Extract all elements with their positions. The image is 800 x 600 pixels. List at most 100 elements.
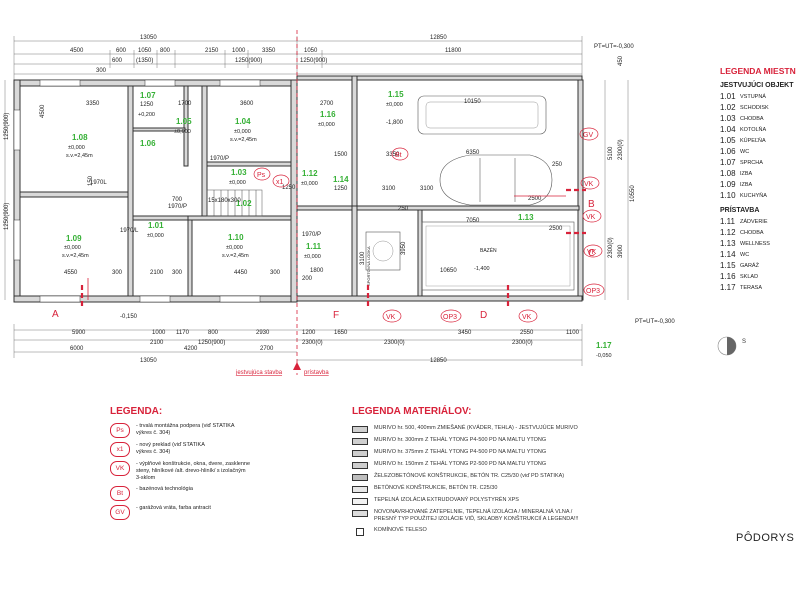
legend-item: GV- garážová vráta, farba antracit: [110, 505, 330, 520]
svg-text:1970/L: 1970/L: [120, 228, 139, 234]
room-1-09-num: 1.09: [66, 234, 82, 243]
sheet-title: PÔDORYS: [736, 532, 795, 544]
svg-text:3100: 3100: [420, 186, 434, 192]
top-dimension-lines: [13, 36, 583, 80]
material-item: MURIVO hr. 375mm Z TEHÁL YTONG P4-500 PD…: [352, 449, 652, 457]
legend-item: VK- výplňové konštrukcie, okna, dvere, z…: [110, 461, 330, 482]
dim-left-1: 1250(900): [4, 203, 10, 230]
room-legend-existing-title: JESTVUJÚCI OBJEKT: [720, 82, 794, 89]
svg-text:2300(0): 2300(0): [618, 139, 624, 160]
boat-shape: [417, 95, 547, 135]
svg-text:300: 300: [112, 270, 123, 276]
marker-gv: GV: [583, 132, 593, 139]
svg-text:1970/P: 1970/P: [302, 232, 321, 238]
svg-text:1200: 1200: [302, 330, 316, 336]
room-1-01-num: 1.01: [148, 221, 164, 230]
svg-text:12850: 12850: [430, 358, 447, 364]
room-1-10-num: 1.10: [228, 233, 244, 242]
svg-text:3100: 3100: [360, 251, 366, 265]
material-swatch: [352, 438, 368, 445]
boundary-arrow: [293, 362, 301, 370]
svg-text:1100: 1100: [566, 330, 580, 336]
svg-text:1250: 1250: [334, 186, 348, 192]
svg-text:2300(0): 2300(0): [302, 340, 323, 346]
marker-x1: x1: [276, 179, 284, 186]
legend-symbol: GV: [110, 505, 130, 520]
room-1-08-area: ±0,000: [68, 145, 85, 151]
svg-text:10650: 10650: [440, 268, 457, 274]
material-item: MURIVO hr. 500, 400mm ZMIEŠANÉ (KVÁDER, …: [352, 425, 652, 433]
whirlpool-shape: [365, 231, 401, 271]
svg-text:5900: 5900: [72, 330, 86, 336]
garage-outline: [356, 79, 579, 207]
svg-text:2700: 2700: [320, 101, 334, 107]
dim-top-r2-0: 4500: [70, 48, 84, 54]
svg-text:800: 800: [208, 330, 219, 336]
marker-vk-3: VK: [386, 314, 396, 321]
bottom-dimension-lines: [13, 324, 583, 366]
svg-text:2300(0): 2300(0): [384, 340, 405, 346]
dim-top-r2-6: 3350: [262, 48, 276, 54]
svg-text:3450: 3450: [458, 330, 472, 336]
material-swatch: [352, 498, 368, 505]
section-letter-f: F: [333, 310, 339, 321]
existing-windows: [13, 79, 261, 303]
dim-top-r2-7: 1050: [304, 48, 318, 54]
existing-building-walls: [13, 79, 298, 303]
svg-text:1970/P: 1970/P: [210, 156, 229, 162]
room-1-16-area: ±0,000: [318, 122, 335, 128]
material-item: NOVONAVRHOVANÉ ZATEPELNIE, TEPELNÁ IZOLÁ…: [352, 509, 652, 523]
legend-item: Ps- trvalá montážna podpera (viď STATIKA…: [110, 423, 330, 438]
svg-text:1700: 1700: [178, 101, 192, 107]
material-swatch: [352, 474, 368, 481]
room-1-02-num: 1.02: [236, 199, 252, 208]
marker-op3-1: OP3: [443, 314, 457, 321]
legend-item: x1- nový preklad (viď STATIKA výkres č. …: [110, 442, 330, 457]
room-1-10-area: ±0,000: [226, 245, 243, 251]
svg-text:2550: 2550: [520, 330, 534, 336]
svg-text:3950: 3950: [401, 241, 407, 255]
svg-text:PT=UT=-0,300: PT=UT=-0,300: [635, 319, 675, 325]
svg-text:1800: 1800: [310, 268, 324, 274]
legend-item: Bt- bazénová technológia: [110, 486, 330, 501]
room-1-09-extra: s.v.=2,45m: [62, 253, 89, 259]
svg-text:1250: 1250: [140, 102, 154, 108]
room-1-15-num: 1.15: [388, 90, 404, 99]
material-item: BETÓNOVÉ KONŠTRUKCIE, BETÓN TR. C25/30: [352, 485, 652, 493]
dim-top-r2-5: 1000: [232, 48, 246, 54]
room-1-01-area: ±0,000: [147, 233, 164, 239]
dim-top-r2s-0: 600: [112, 58, 123, 64]
material-swatch: [352, 450, 368, 457]
material-item: ŽELEZOBETÓNOVÉ KONŠTRUKCIE, BETÓN TR. C2…: [352, 473, 652, 481]
svg-text:2100: 2100: [150, 340, 164, 346]
room-1-17-num: 1.17: [596, 341, 612, 350]
svg-text:1650: 1650: [334, 330, 348, 336]
svg-text:250: 250: [552, 162, 563, 168]
svg-text:2100: 2100: [150, 270, 164, 276]
svg-text:1000: 1000: [152, 330, 166, 336]
north-label: S: [742, 339, 746, 345]
dim-left-2: 4500: [40, 104, 46, 118]
svg-text:4550: 4550: [64, 270, 78, 276]
room-1-10-extra: s.v.=2,45m: [222, 253, 249, 259]
room-1-04-area: ±0,000: [234, 129, 251, 135]
svg-text:15x180x300: 15x180x300: [208, 198, 241, 204]
section-letter-b: B: [588, 199, 595, 210]
room-1-05-num: 1.05: [176, 117, 192, 126]
label-existing-building: jestvujúca stavba: [235, 370, 283, 376]
dim-top-r2-2: 1050: [138, 48, 152, 54]
room-1-06-num: 1.06: [140, 139, 156, 148]
room-1-05-area: ±0,000: [174, 129, 191, 135]
room-1-07-num: 1.07: [140, 91, 156, 100]
svg-text:300: 300: [172, 270, 183, 276]
